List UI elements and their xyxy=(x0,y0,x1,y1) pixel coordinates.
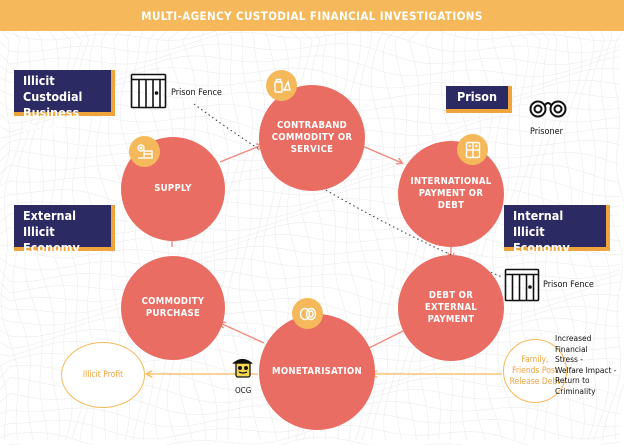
arrow-supply-to-contraband xyxy=(219,145,262,163)
arrow-contraband-to-international xyxy=(359,144,402,163)
prison-fence-label-top: Prison Fence xyxy=(171,88,222,98)
contraband-node: CONTRABAND COMMODITY OR SERVICE xyxy=(259,85,365,191)
external-illicit-economy-tag: External Illicit Economy xyxy=(14,205,115,255)
prison-fence-icon xyxy=(130,73,167,114)
arrow-monetarisation-to-commodity xyxy=(220,323,265,344)
prison-tag: Prison xyxy=(446,86,512,113)
welfare-impact-note: Increased Financial Stress - Welfare Imp… xyxy=(555,333,617,396)
coins-icon xyxy=(292,298,323,329)
ocg-masked-figure-icon xyxy=(230,356,255,391)
contraband-icon xyxy=(266,70,297,101)
illicit-profit-circle: Illicit Profit xyxy=(61,342,145,408)
title-banner: MULTI-AGENCY CUSTODIAL FINANCIAL INVESTI… xyxy=(0,0,624,31)
prison-fence-icon-right xyxy=(504,268,540,307)
illicit-custodial-business-model-tag: Illicit Custodial Business Model xyxy=(14,70,115,136)
supply-boxes-icon xyxy=(129,136,160,167)
commodity-purchase-node: COMMODITY PURCHASE xyxy=(121,256,225,360)
international-payment-node: INTERNATIONAL PAYMENT OR DEBT xyxy=(398,141,504,247)
prisoner-label: Prisoner xyxy=(530,127,563,137)
internal-illicit-economy-tag: Internal Illicit Economy xyxy=(504,205,610,255)
family-friends-debt-circle: Family, Friends Post Release Debt xyxy=(503,339,567,403)
page-title: MULTI-AGENCY CUSTODIAL FINANCIAL INVESTI… xyxy=(141,8,483,23)
debt-external-payment-node: DEBT OR EXTERNAL PAYMENT xyxy=(398,255,504,361)
ocg-label: OCG xyxy=(235,386,252,395)
prison-fence-dotted-line xyxy=(193,103,503,278)
prison-fence-label-right: Prison Fence xyxy=(543,280,594,290)
monetarisation-node: MONETARISATION xyxy=(259,314,375,430)
handcuffs-icon xyxy=(528,95,568,126)
calculator-icon xyxy=(457,134,488,165)
